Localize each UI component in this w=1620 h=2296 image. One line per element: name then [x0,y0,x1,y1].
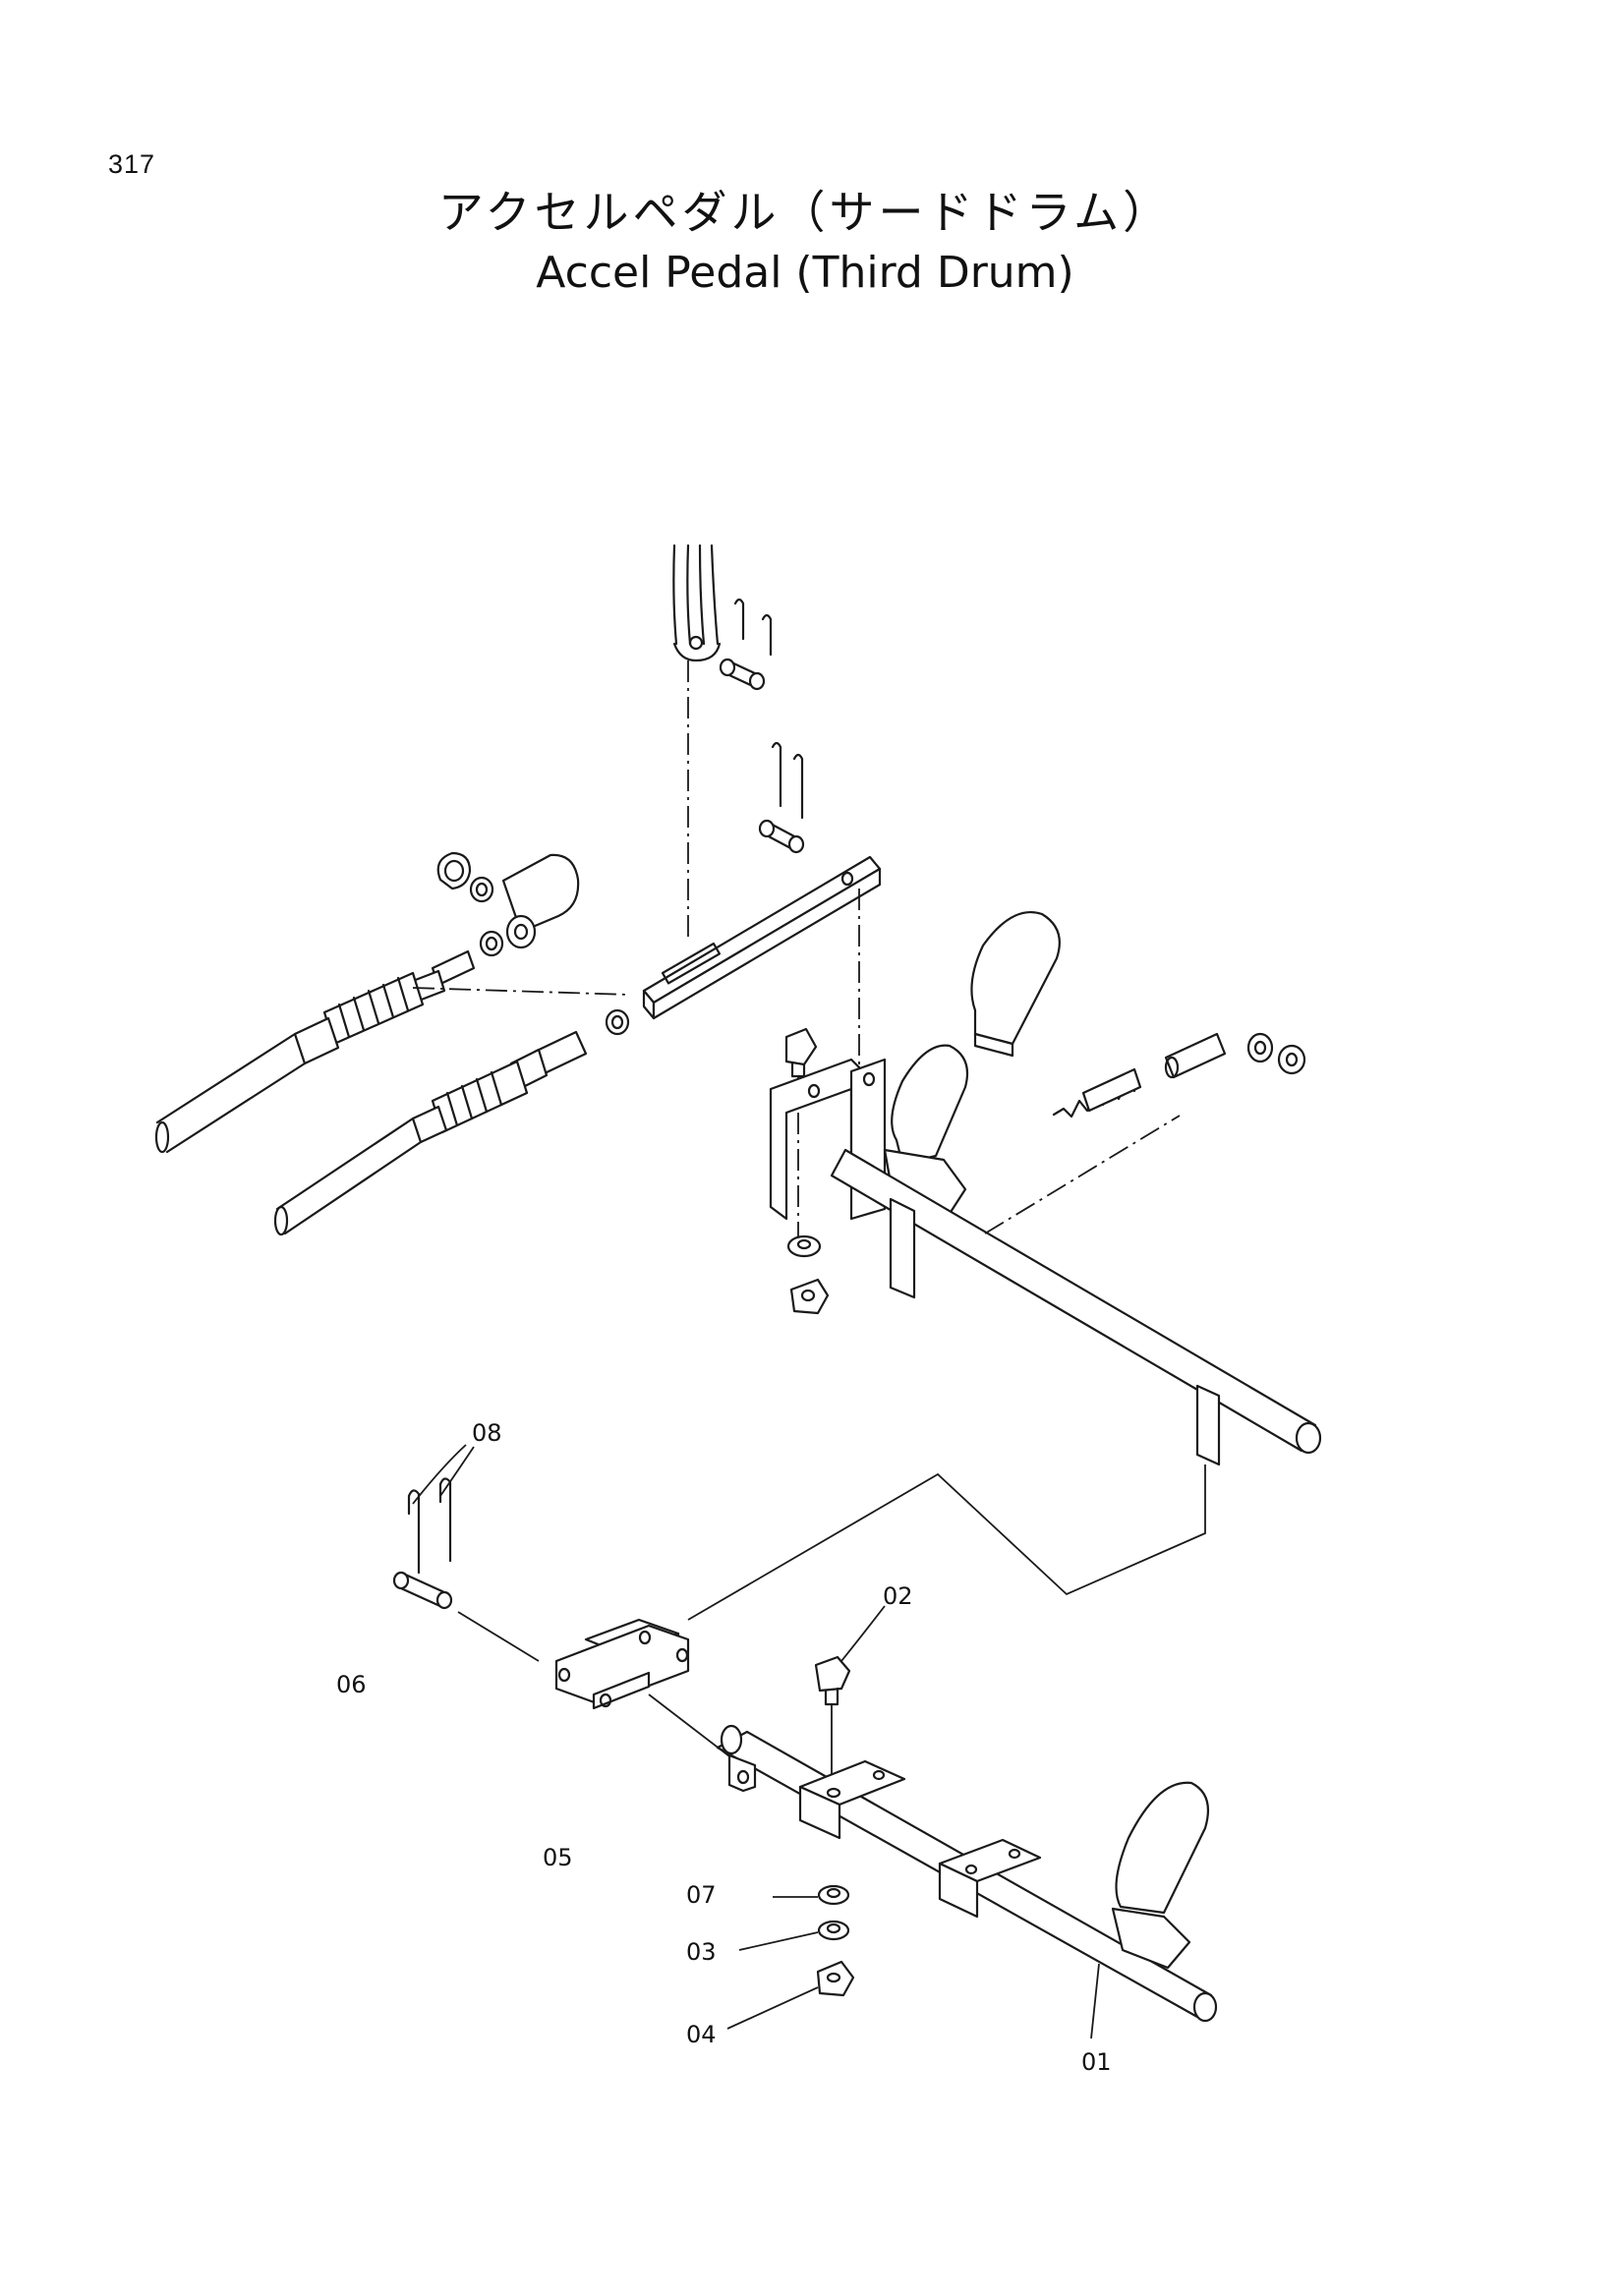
part-label-01: 01 [1081,2048,1112,2076]
title-japanese: アクセルペダル（サードドラム） [437,186,1173,239]
lower-assembly [392,1444,1218,2039]
part-label-04: 04 [686,2021,717,2048]
cable-lower [273,1008,630,1236]
upper-assembly [154,544,1322,1466]
part-label-02: 02 [883,1582,913,1610]
page-number: 317 [108,149,156,179]
part-label-03: 03 [686,1938,717,1966]
title-block: アクセルペダル（サードドラム） Accel Pedal (Third Drum) [0,183,1620,303]
part-label-06: 06 [336,1671,367,1698]
title-english: Accel Pedal (Third Drum) [536,248,1074,298]
cable-upper [154,851,630,1154]
part-label-08: 08 [472,1419,502,1447]
part-label-07: 07 [686,1881,717,1909]
part-label-05: 05 [543,1844,573,1871]
